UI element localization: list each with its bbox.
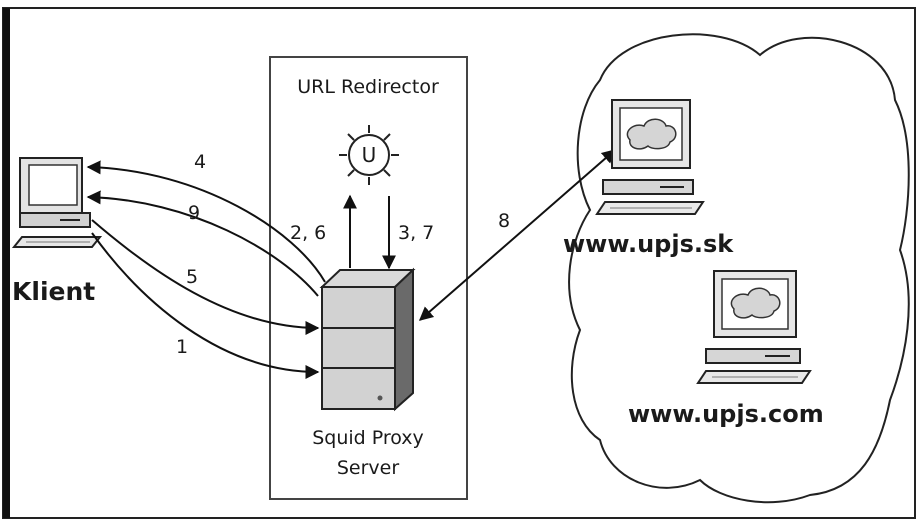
step-label-8: 8 [498,210,510,232]
arrow-step-8 [418,149,617,321]
site1-label: www.upjs.sk [563,230,734,258]
arrow-step-5 [91,219,320,335]
step-label-9: 9 [188,202,200,224]
step-label-1: 1 [176,336,188,358]
proxy-label-line2: Server [337,457,399,479]
webserver-sk-computer-icon [595,99,705,215]
redirector-title: URL Redirector [297,76,439,98]
step-label-4: 4 [194,151,206,173]
arrow-step-1 [91,232,320,379]
arrow-step-4 [86,160,326,283]
step-label-5: 5 [186,266,198,288]
proxy-label-line1: Squid Proxy [312,427,424,449]
arrow-step-9 [86,190,319,297]
proxy-server-icon [319,267,416,412]
step-label-2-6: 2, 6 [290,222,326,244]
client-computer-icon [11,157,103,248]
step-label-3-7: 3, 7 [398,222,434,244]
client-label: Klient [12,277,95,306]
site2-label: www.upjs.com [628,400,824,428]
redirector-symbol: U [362,143,377,167]
webserver-com-computer-icon [696,270,812,384]
redirector-sun-icon: U [339,125,399,185]
frame-left-edge [3,8,10,518]
